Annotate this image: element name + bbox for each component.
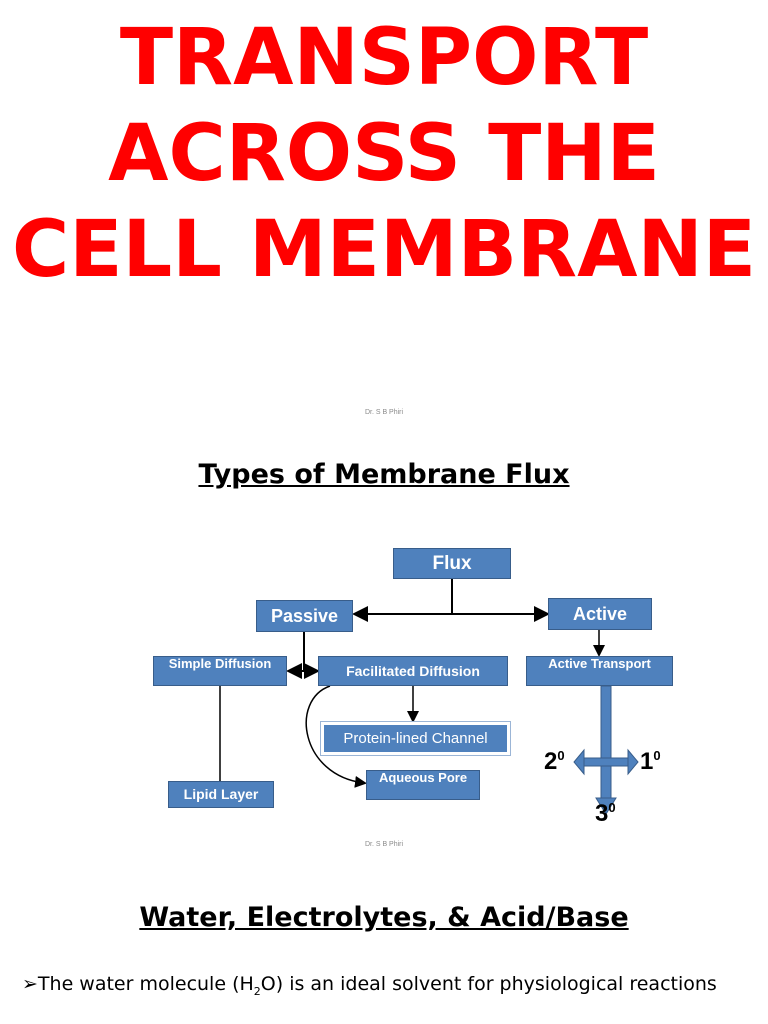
facilitated-diffusion-box: Facilitated Diffusion: [318, 656, 508, 686]
section-heading-membrane-flux: Types of Membrane Flux: [198, 459, 570, 490]
slide-title: TRANSPORT ACROSS THE CELL MEMBRANE: [11, 13, 757, 295]
primary-transport-label: 10: [640, 748, 661, 775]
passive-box: Passive: [256, 600, 353, 632]
bullet-arrow-icon: ➢: [22, 973, 38, 995]
flux-box: Flux: [393, 548, 511, 579]
secondary-transport-label: 20: [544, 748, 565, 775]
author-credit: Dr. S B Phiri: [364, 409, 404, 416]
aqueous-pore-box: Aqueous Pore: [366, 770, 480, 800]
bullet-water-solvent: ➢The water molecule (H2O) is an ideal so…: [22, 973, 717, 998]
active-box: Active: [548, 598, 652, 630]
section-heading-water-electrolytes: Water, Electrolytes, & Acid/Base: [139, 902, 629, 933]
author-credit-diagram: Dr. S B Phiri: [364, 841, 404, 848]
tertiary-transport-label: 30: [595, 800, 616, 827]
simple-diffusion-box: Simple Diffusion: [153, 656, 287, 686]
active-transport-box: Active Transport: [526, 656, 673, 686]
lipid-layer-box: Lipid Layer: [168, 781, 274, 808]
protein-channel-box: Protein-lined Channel: [320, 721, 511, 756]
